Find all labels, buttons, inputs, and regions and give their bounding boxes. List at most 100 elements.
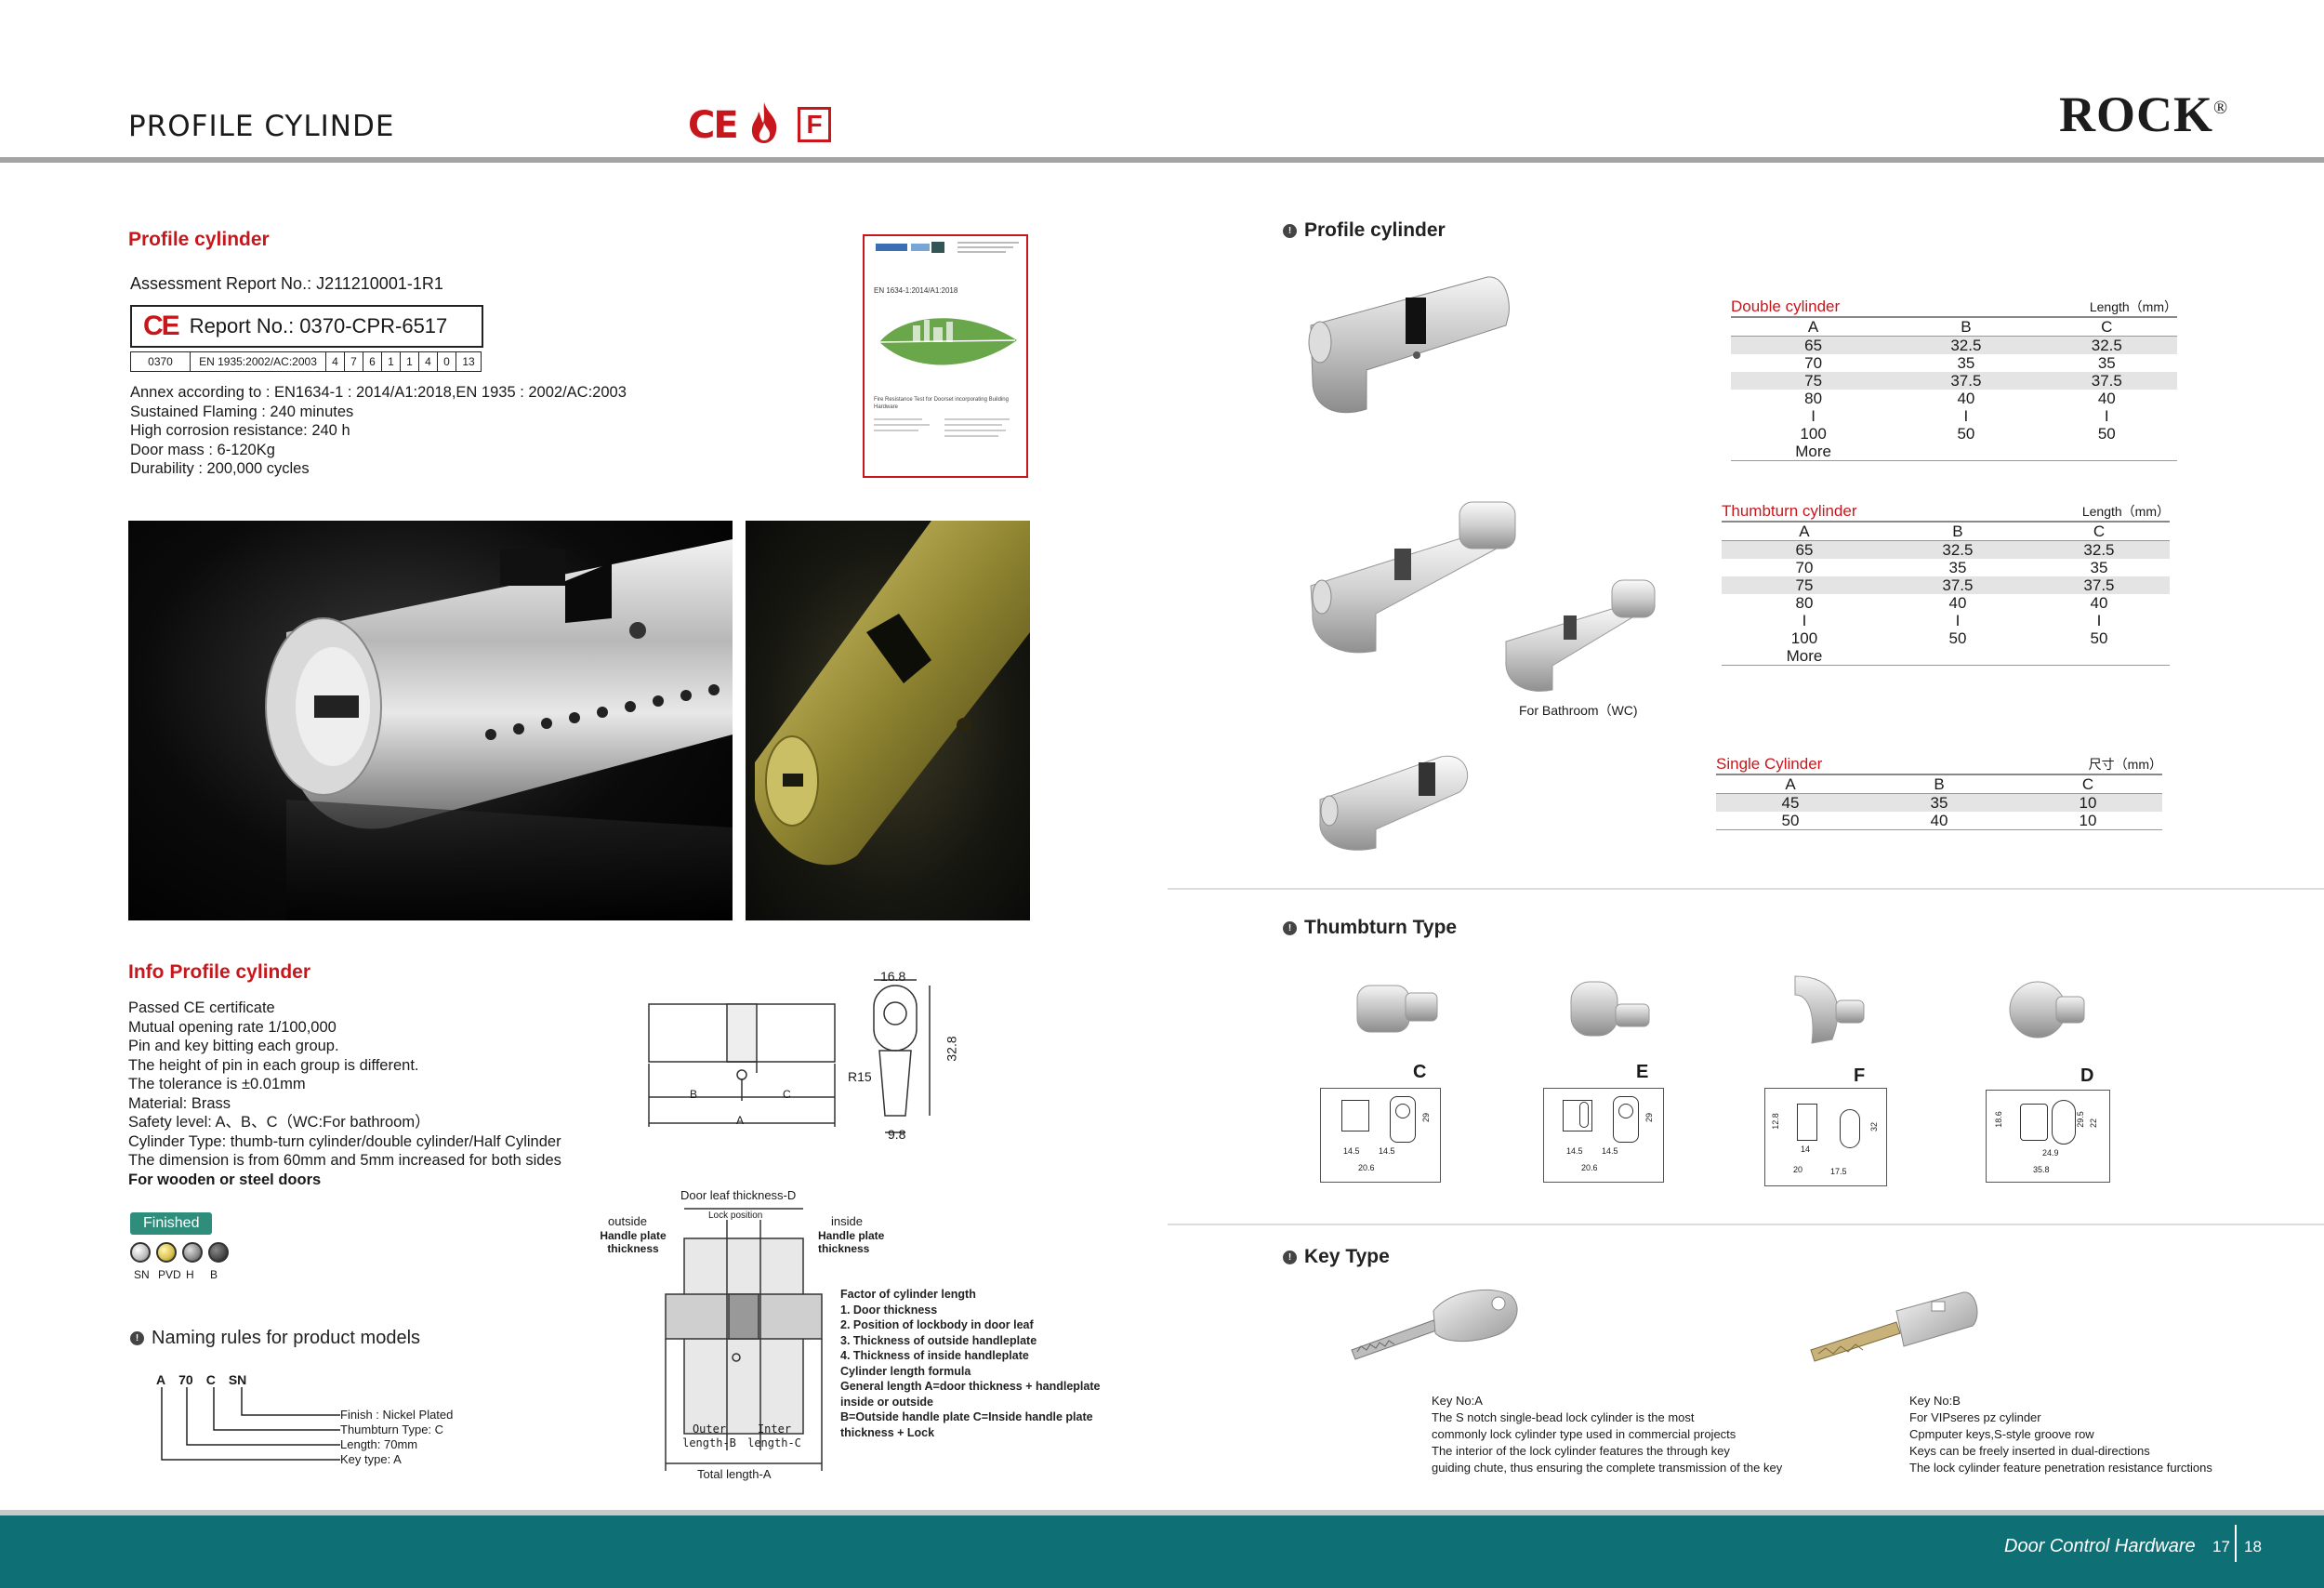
finish-codes: SN PVD H B [134, 1268, 229, 1281]
finish-code: H [186, 1268, 194, 1281]
brand-logo: ROCK® [2059, 86, 2229, 142]
key-a-line: The interior of the lock cylinder featur… [1432, 1444, 1730, 1458]
code-cell: 0 [438, 352, 456, 371]
finish-swatch-sn[interactable] [130, 1242, 151, 1263]
col-header: C [2036, 317, 2177, 337]
dim-value: 22 [2089, 1118, 2099, 1129]
spec-line: Durability : 200,000 cycles [130, 460, 310, 477]
handle-plate-outside: Handle plate thickness [600, 1229, 667, 1255]
key-b-line: Keys can be freely inserted in dual-dire… [1909, 1444, 2150, 1458]
thumbturn-knob-c [1356, 985, 1438, 1033]
info-line: Passed CE certificate [128, 999, 275, 1016]
dim-value: 32 [1869, 1121, 1880, 1132]
code-cell: 4 [326, 352, 345, 371]
finish-swatch-b[interactable] [208, 1242, 229, 1263]
factor-line: General length A=door thickness + handle… [840, 1380, 1101, 1393]
factor-list: Factor of cylinder length 1. Door thickn… [840, 1287, 1100, 1440]
section-divider [1168, 1224, 2324, 1225]
info-line: Mutual opening rate 1/100,000 [128, 1018, 337, 1036]
naming-meanings: Finish : Nickel Plated Thumbturn Type: C… [340, 1408, 453, 1467]
dim-radius: R15 [848, 1069, 872, 1084]
info-line: For wooden or steel doors [128, 1171, 322, 1188]
profile-cylinder-heading: Profile cylinder [128, 229, 270, 250]
code-cell: 7 [345, 352, 363, 371]
finished-badge: Finished [130, 1212, 213, 1235]
key-a-title: Key No:A [1432, 1394, 1483, 1408]
naming-heading: ! Naming rules for product models [130, 1328, 420, 1349]
info-line: The height of pin in each group is diffe… [128, 1056, 419, 1074]
finish-swatch-h[interactable] [182, 1242, 203, 1263]
key-b-line: For VIPseres pz cylinder [1909, 1410, 2041, 1424]
col-header: B [1886, 522, 2028, 541]
code-cell: 4 [419, 352, 438, 371]
naming-code: C [205, 1372, 216, 1387]
key-b-image [1810, 1291, 1978, 1362]
col-header: C [2014, 774, 2162, 794]
code-cell: 6 [363, 352, 382, 371]
factor-line: B=Outside handle plate C=Inside handle p… [840, 1410, 1093, 1423]
spec-list: Annex according to : EN1634-1 : 2014/A1:… [130, 383, 627, 479]
key-a-line: The S notch single-bead lock cylinder is… [1432, 1410, 1695, 1424]
factor-line: Factor of cylinder length [840, 1288, 976, 1301]
info-line: Material: Brass [128, 1094, 231, 1112]
key-a-description: Key No:A The S notch single-bead lock cy… [1432, 1393, 1782, 1476]
outer-length: Outer length-B [682, 1423, 736, 1449]
key-b-description: Key No:B For VIPseres pz cylinder Cpmput… [1909, 1393, 2212, 1476]
naming-code: 70 [178, 1372, 193, 1387]
key-a-line: commonly lock cylinder type used in comm… [1432, 1427, 1736, 1441]
key-b-line: The lock cylinder feature penetration re… [1909, 1461, 2212, 1475]
naming-code: A [156, 1372, 166, 1387]
info-heading: Info Profile cylinder [128, 961, 311, 983]
naming-meaning: Key type: A [340, 1452, 402, 1466]
thumbturn-label-c: C [1413, 1062, 1427, 1082]
header-rule [0, 157, 2324, 163]
cert-test-title: Fire Resistance Test for Doorset incorpo… [874, 397, 1009, 410]
naming-meaning: Finish : Nickel Plated [340, 1408, 454, 1422]
table-caption: Single Cylinder [1716, 755, 1823, 773]
info-line: The dimension is from 60mm and 5mm incre… [128, 1152, 561, 1169]
dim-value: 17.5 [1830, 1167, 1847, 1176]
footer-bar [0, 1515, 2324, 1588]
finish-swatches [130, 1242, 229, 1263]
inner-length: Inter length-C [747, 1423, 801, 1449]
col-header: B [1865, 774, 2014, 794]
info-line: Cylinder Type: thumb-turn cylinder/doubl… [128, 1132, 561, 1150]
flame-icon [751, 102, 777, 143]
col-header: C [2027, 522, 2170, 541]
naming-meaning: Thumbturn Type: C [340, 1423, 444, 1436]
page-number-right: 18 [2244, 1538, 2262, 1555]
double-cylinder-image [1308, 276, 1510, 414]
leaf-graphic [878, 318, 1017, 365]
dim-value: 14.5 [1602, 1146, 1618, 1156]
thumbturn-drawing-e: 14.5 14.5 20.6 29 [1543, 1088, 1664, 1183]
info-line: The tolerance is ±0.01mm [128, 1076, 306, 1092]
code-cell: 0370 [131, 352, 191, 371]
factor-line: 4. Thickness of inside handleplate [840, 1349, 1029, 1362]
finish-swatch-pvd[interactable] [156, 1242, 177, 1263]
dim-value: 12.8 [1770, 1113, 1780, 1130]
report-box: CE Report No.: 0370-CPR-6517 [130, 305, 483, 348]
dim-label-a: A [736, 1114, 745, 1127]
dim-value: 14.5 [1566, 1146, 1583, 1156]
door-leaf-thickness: Door leaf thickness-D [680, 1188, 797, 1202]
table-caption: Thumbturn cylinder [1722, 502, 1857, 520]
certificate-document[interactable]: EN 1634-1:2014/A1:2018 Fire Resistance T… [863, 234, 1028, 478]
info-line: Pin and key bitting each group. [128, 1038, 339, 1054]
factor-line: 2. Position of lockbody in door leaf [840, 1318, 1034, 1331]
single-cylinder-image [1319, 755, 1469, 851]
table-row: More [1722, 647, 2170, 666]
dim-value: 18.6 [1993, 1111, 2003, 1128]
dim-label-c: C [783, 1088, 791, 1101]
thumbturn-label-f: F [1854, 1065, 1866, 1086]
dim-value: 29.5 [2075, 1111, 2085, 1128]
